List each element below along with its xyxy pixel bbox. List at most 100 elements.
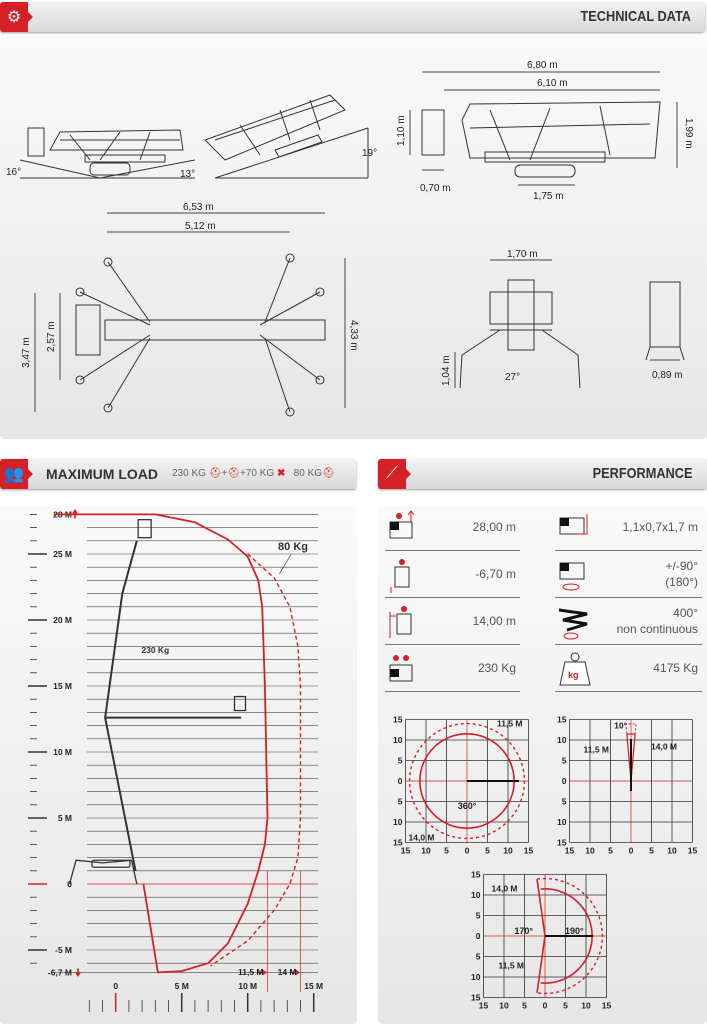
y-tick-label: 10 M [53, 747, 72, 757]
reach-label: 14 M [278, 967, 297, 977]
helmet-icon: ⛑ [227, 468, 240, 479]
gear-icon: ⚙ [0, 2, 33, 32]
length-base-label: 6,10 m [537, 78, 568, 89]
width-left-outer-label: 3,47 m [21, 337, 32, 368]
rotation-value: +/-90° [665, 559, 698, 574]
arrow-right-icon [257, 969, 268, 976]
two-persons-icon: 👥 [0, 459, 33, 489]
performance-item: -6,70 m [385, 552, 520, 598]
performance-item: 1,1x0,7x1,7 m [555, 505, 702, 551]
width-left-inner-label: 2,57 m [46, 321, 57, 352]
helmet-icon: ⛑ [208, 468, 222, 479]
turret-rotation-icon [558, 608, 588, 640]
dimension-lines [34, 71, 680, 412]
machine-silhouette [68, 519, 247, 885]
turret-rotation-value: 400° [673, 606, 698, 621]
performance-item: kg 4175 Kg [555, 646, 702, 692]
machine-front-view-drawing [459, 279, 685, 389]
y-tick-label: -6,7 M [48, 967, 72, 977]
weight-badge: kg [568, 670, 579, 680]
dimensions-panel: 16° 13° 19° 6,80 m 6,10 m 1,10 m 1,99 m … [0, 34, 707, 439]
machine-side-slope-drawing [19, 127, 196, 179]
x-tick-label: 5 M [175, 981, 189, 991]
slope-right-label: 19° [362, 148, 377, 159]
technical-data-header: ⚙ TECHNICAL DATA [0, 2, 705, 32]
performance-value: -6,70 m [475, 567, 516, 582]
arrow-right-icon [290, 969, 301, 976]
x-tick-label: 15 M [304, 981, 323, 991]
basket-outreach [233, 695, 247, 712]
outrigger-span-inner-label: 5,12 m [185, 221, 216, 232]
machine-top-view-drawing [75, 253, 326, 417]
x-tick-label: 0 [113, 981, 118, 991]
performance-value: 14,00 m [472, 614, 516, 629]
section-title: PERFORMANCE [593, 465, 693, 482]
performance-item: 230 Kg [385, 646, 520, 692]
performance-item: +/-90°(180°) [555, 552, 702, 598]
front-width-label: 1,70 m [507, 249, 538, 260]
capacity-80: 80 KG [293, 468, 323, 479]
envelope-80kg [210, 553, 302, 967]
dimension-drawings: 16° 13° 19° 6,80 m 6,10 m 1,10 m 1,99 m … [6, 60, 694, 417]
plus-sign: + [221, 468, 228, 479]
leader-line [279, 553, 292, 574]
arrow-down-icon [75, 968, 81, 977]
max-depth-icon [390, 559, 410, 593]
max-height-icon [389, 510, 415, 539]
boom-vertical [104, 540, 138, 871]
performance-value: 230 Kg [477, 661, 516, 676]
performance-header: ⟋ PERFORMANCE [378, 459, 707, 489]
envelope-230kg [53, 513, 269, 974]
load-capacity-legend: 230 KG ⛑+⛑+70 KG ✖ 80 KG⛑ [172, 468, 335, 479]
boom-lift-icon: ⟋ [378, 459, 411, 489]
rotation-total: (180°) [665, 575, 698, 589]
helmet-icon: ⛑ [322, 468, 335, 479]
front-ground-clearance-label: 1,04 m [441, 355, 452, 386]
basket-load-icon [389, 655, 413, 682]
performance-value: 28,00 m [472, 520, 516, 535]
turret-rotation-note: non continuous [616, 622, 698, 636]
arrow-up-icon [72, 508, 78, 519]
machine-incline-drawing [204, 94, 369, 179]
weight-icon: kg [559, 652, 591, 686]
max-outreach-icon [389, 606, 412, 638]
narrow-width-label: 0,89 m [652, 370, 683, 381]
maximum-load-header: 👥 MAXIMUM LOAD 230 KG ⛑+⛑+70 KG ✖ 80 KG⛑ [0, 459, 356, 489]
y-tick-label: 5 M [58, 813, 72, 823]
outrigger-span-total-label: 6,53 m [183, 202, 214, 213]
capacity-70: 70 KG [245, 468, 275, 479]
length-total-label: 6,80 m [527, 60, 558, 71]
slope-mid-label: 13° [180, 169, 195, 180]
basket-depth-label: 0,70 m [420, 183, 451, 194]
tools-icon: ✖ [276, 468, 286, 479]
y-tick-label: 20 M [53, 615, 72, 625]
performance-value: +/-90°(180°) [665, 552, 698, 598]
basket-height-label: 1,10 m [396, 115, 407, 146]
performance-item: 400°non continuous [555, 599, 702, 645]
performance-value: 4175 Kg [653, 661, 698, 676]
chassis [91, 859, 131, 868]
reach-label: 11,5 M [238, 967, 264, 977]
plus-sign: + [239, 468, 246, 479]
basket-high [137, 519, 152, 539]
machine-side-view-drawing [421, 101, 661, 178]
performance-item: 14,00 m [385, 599, 520, 645]
y-tick-label: -5 M [55, 945, 72, 955]
basket-rotation-icon [559, 562, 585, 591]
front-angle-label: 27° [505, 372, 520, 383]
height-total-label: 1,99 m [683, 118, 694, 149]
performance-value: 1,1x0,7x1,7 m [622, 520, 698, 535]
outriggers [68, 859, 138, 885]
capacity-230: 230 KG [172, 468, 206, 479]
width-right-label: 4,33 m [348, 320, 359, 351]
y-tick-label: 25 M [53, 549, 72, 559]
series-label-230kg: 230 Kg [141, 645, 169, 655]
track-length-label: 1,75 m [533, 191, 564, 202]
series-label-80kg: 80 Kg [278, 541, 308, 553]
slope-left-label: 16° [6, 167, 21, 178]
y-tick-label: 15 M [53, 681, 72, 691]
performance-value: 400°non continuous [617, 599, 698, 645]
section-title: TECHNICAL DATA [580, 8, 692, 25]
